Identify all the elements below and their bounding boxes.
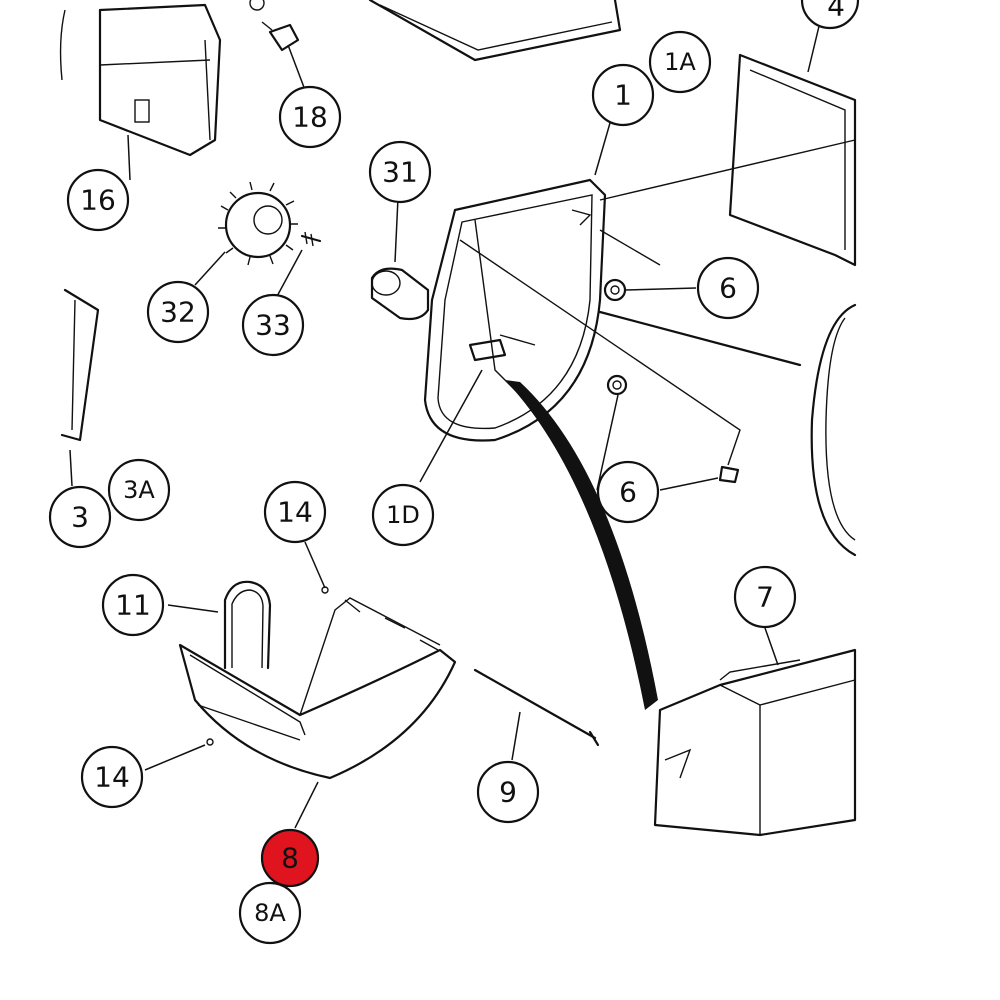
callout-33-label: 33 [255,309,291,342]
callout-1d-label: 1D [386,501,420,529]
callout-1a-label: 1A [664,48,696,76]
callout-18-label: 18 [292,101,328,134]
callout-32-label: 32 [160,296,196,329]
callout-8a: 8A [238,881,302,945]
callout-8-label: 8 [281,842,299,875]
callout-16: 16 [66,168,130,232]
callout-8-highlighted[interactable]: 8 [260,828,320,888]
callout-33: 33 [241,293,305,357]
callout-31: 31 [368,140,432,204]
part-7-motor-box [653,648,857,837]
callout-14-lower: 14 [80,745,144,809]
part-11-u-bolt [223,580,272,670]
callout-14-upper-label: 14 [277,496,313,529]
part-14-washer-lower [206,738,214,746]
part-16-cover-plate [59,3,222,157]
callout-1a: 1A [648,30,712,94]
callout-11-label: 11 [115,589,151,622]
callout-3-label: 3 [71,501,89,534]
callout-7-label: 7 [756,581,774,614]
callout-8a-label: 8A [254,899,286,927]
callout-3a-label: 3A [123,476,155,504]
part-4-panel [599,53,857,267]
callout-1-label: 1 [614,79,632,112]
callout-18: 18 [278,85,342,149]
part-3-side-piece [60,288,100,442]
part-18-bolt [249,0,300,52]
callout-1d: 1D [371,483,435,547]
part-8-lower-guard [178,597,457,780]
callout-6-upper-label: 6 [719,272,737,305]
callout-3: 3 [48,485,112,549]
rod [459,239,802,466]
callout-4: 4 [800,0,860,30]
part-9-long-bolt [473,668,600,747]
part-6-nut-upper [603,278,627,302]
callout-32: 32 [146,280,210,344]
part-31-bushing [370,267,430,321]
callout-9-label: 9 [499,776,517,809]
part-1-main-bracket [423,178,661,442]
side-guard-right [810,303,857,557]
callout-16-label: 16 [80,184,116,217]
leader-lines [69,21,821,829]
callout-11: 11 [101,573,165,637]
callout-6-upper: 6 [696,256,760,320]
callout-14-lower-label: 14 [94,761,130,794]
callout-4-label: 4 [827,0,845,23]
callout-3a: 3A [107,458,171,522]
belt [505,380,658,710]
part-32-sprocket [218,181,298,266]
callout-1: 1 [591,63,655,127]
part-6-nut-lower [606,374,740,484]
callout-6-lower-label: 6 [619,476,637,509]
callout-6-lower: 6 [596,460,660,524]
callout-7: 7 [733,565,797,629]
callout-14-upper: 14 [263,480,327,544]
callout-31-label: 31 [382,156,418,189]
part-33-set-screw [300,231,322,247]
part-top-center-panel [368,0,622,62]
callout-9: 9 [476,760,540,824]
